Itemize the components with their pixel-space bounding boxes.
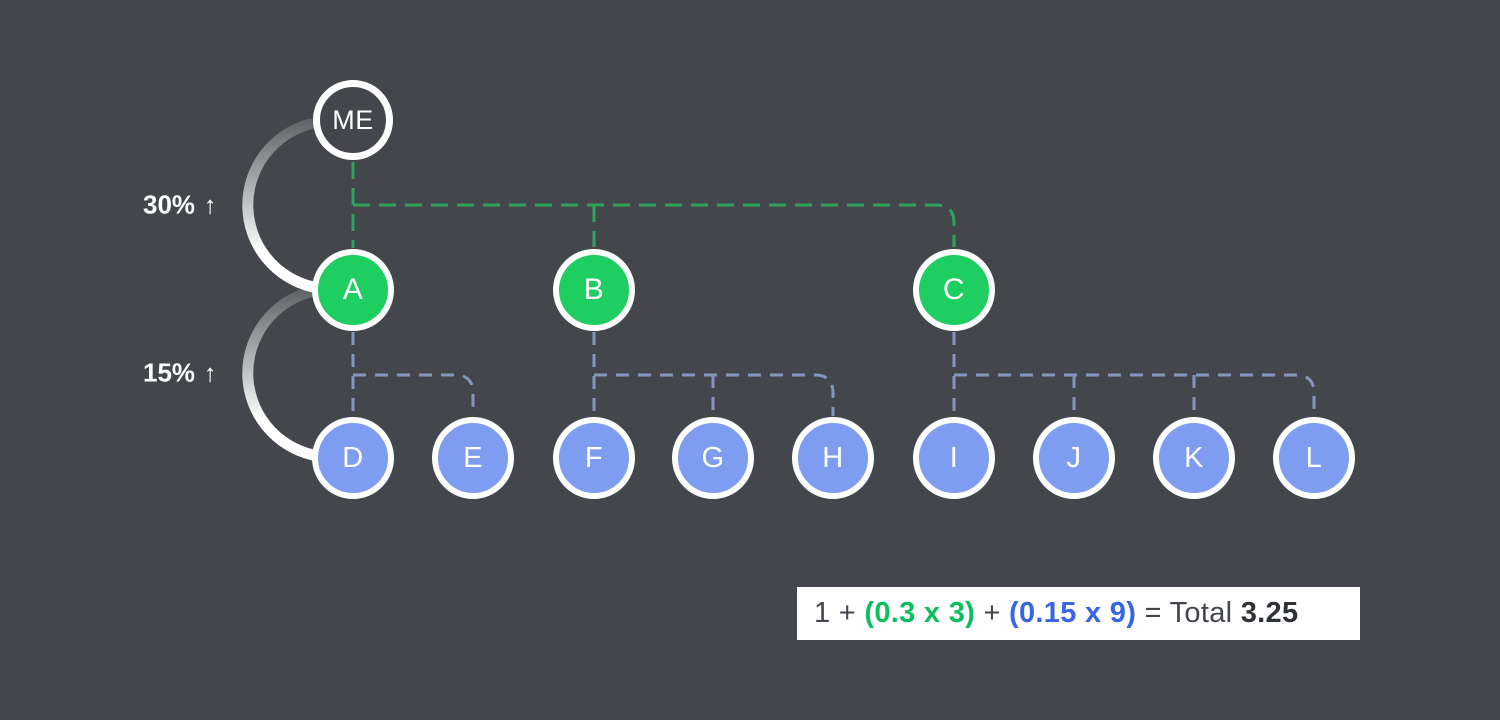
wire-b-horizontal-to-h	[594, 373, 835, 416]
node-j: J	[1033, 417, 1115, 499]
node-k: K	[1153, 417, 1235, 499]
node-a: A	[312, 249, 394, 331]
node-d: D	[312, 417, 394, 499]
node-c-label: C	[942, 273, 966, 306]
earnings-formula: 1 + (0.3 x 3) + (0.15 x 9) = Total 3.25	[797, 587, 1360, 640]
node-g: G	[672, 417, 754, 499]
formula-plus: +	[975, 597, 1010, 629]
node-j-label: J	[1066, 441, 1082, 474]
node-k-label: K	[1184, 441, 1204, 474]
up-arrow-icon: ↑	[204, 191, 217, 220]
node-me: ME	[313, 80, 393, 160]
formula-tier2-group: (0.15 x 9)	[1009, 597, 1137, 629]
node-b: B	[553, 249, 635, 331]
node-h: H	[792, 417, 874, 499]
node-i-label: I	[949, 441, 959, 474]
node-d-label: D	[342, 441, 364, 474]
node-b-label: B	[583, 273, 605, 306]
node-c: C	[913, 249, 995, 331]
node-l-label: L	[1305, 441, 1323, 474]
wire-c-horizontal-to-l	[954, 373, 1316, 416]
node-g-label: G	[701, 441, 725, 474]
formula-equals: = Total	[1136, 597, 1241, 629]
node-e-label: E	[463, 441, 483, 474]
wire-a-horizontal-to-e	[353, 373, 475, 416]
arc-a-to-d	[242, 286, 319, 461]
formula-tier1-group: (0.3 x 3)	[864, 597, 976, 629]
node-l: L	[1273, 417, 1355, 499]
node-a-label: A	[342, 273, 364, 306]
formula-plus: +	[830, 597, 865, 629]
tier2-rate-value: 15%	[143, 357, 196, 388]
arc-me-to-a	[242, 118, 319, 293]
node-i: I	[913, 417, 995, 499]
node-e: E	[432, 417, 514, 499]
wire-me-horizontal-to-c	[353, 203, 956, 247]
node-h-label: H	[822, 441, 844, 474]
tier1-rate-value: 30%	[143, 189, 196, 220]
node-me-label: ME	[332, 104, 374, 135]
node-f: F	[553, 417, 635, 499]
formula-base: 1	[814, 597, 831, 629]
up-arrow-icon: ↑	[204, 359, 217, 388]
node-f-label: F	[584, 441, 604, 474]
tier1-rate-label: 30% ↑	[143, 190, 217, 221]
formula-total: 3.25	[1240, 597, 1299, 629]
tier2-rate-label: 15% ↑	[143, 358, 217, 389]
